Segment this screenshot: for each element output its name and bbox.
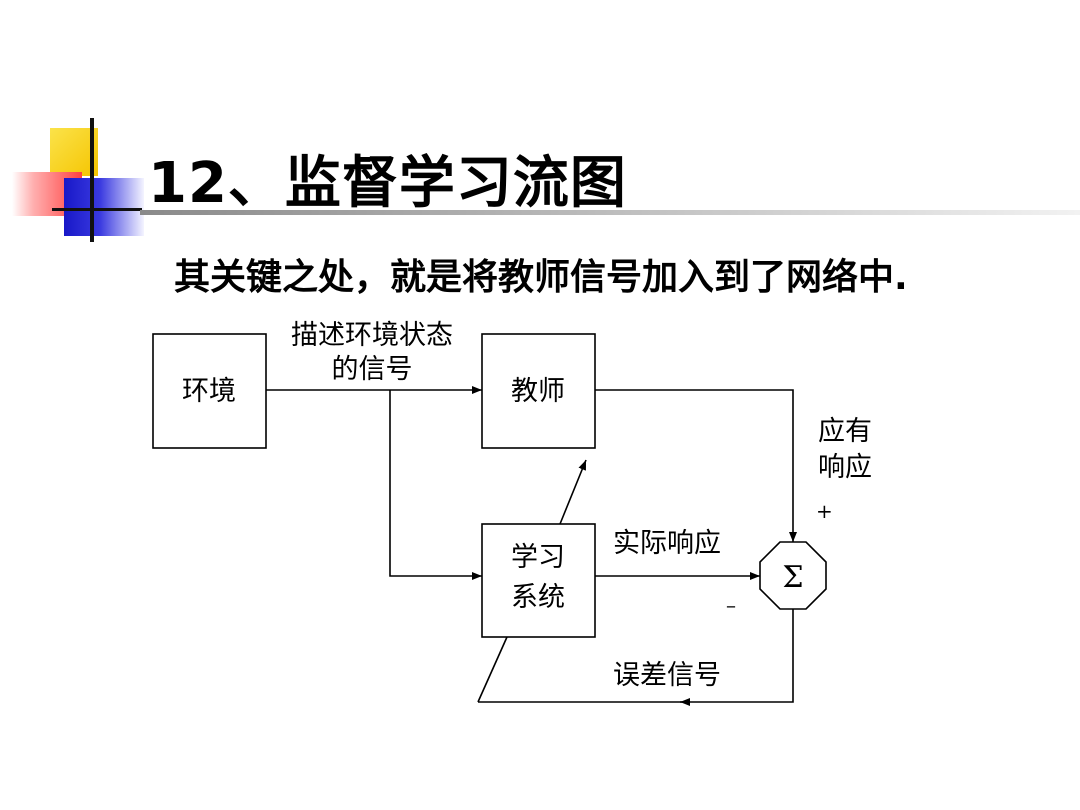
environment-label: 环境: [182, 376, 236, 407]
page-subtitle: 其关键之处，就是将教师信号加入到了网络中.: [174, 257, 908, 298]
error-feedback-diagonal: [477, 636, 508, 703]
learning-to-teacher-arrow: [559, 459, 587, 525]
page-title: 12、监督学习流图: [148, 151, 627, 216]
learning-system-block: [481, 523, 596, 638]
actual-response-label: 实际响应: [613, 528, 721, 559]
env-signal-label-line2: 的信号: [332, 354, 413, 385]
env-signal-label-line1: 描述环境状态: [291, 320, 453, 351]
title-underline: [140, 210, 1080, 215]
desired-response-label-line2: 响应: [818, 452, 872, 483]
plus-sign: +: [816, 499, 833, 523]
error-signal-label: 误差信号: [613, 660, 721, 691]
env-to-learning-system-arrow: [389, 390, 482, 580]
desired-response-label-line1: 应有: [818, 416, 872, 447]
teacher-label: 教师: [511, 376, 565, 407]
summation-symbol: Σ: [782, 560, 803, 595]
minus-sign: –: [726, 593, 736, 617]
environment-block: [152, 333, 267, 449]
learning-system-label-line2: 系统: [511, 582, 565, 613]
error-feedback-arrow: [680, 609, 794, 706]
desired-response-arrow: [595, 389, 797, 542]
summation-node: [759, 541, 827, 610]
learning-system-label-line1: 学习: [511, 542, 565, 573]
decor-vertical-line: [90, 118, 94, 242]
teacher-block: [481, 333, 596, 449]
decor-blue-bar: [64, 178, 144, 236]
decor-horizontal-line: [52, 208, 142, 211]
